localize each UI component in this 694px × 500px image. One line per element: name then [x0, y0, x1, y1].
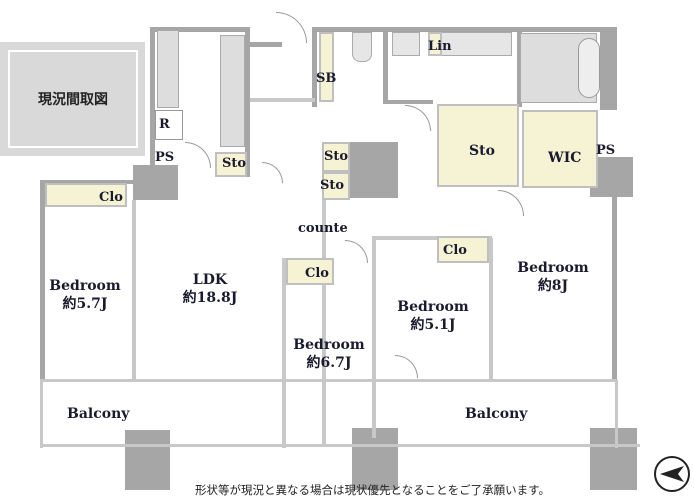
walk-in-closet [522, 110, 598, 188]
room-name: LDK [192, 272, 228, 288]
compass-icon [654, 456, 690, 492]
vanity [432, 32, 512, 56]
door[interactable] [405, 105, 431, 131]
storage-large-label: Sto [469, 143, 495, 159]
shoe-box [319, 32, 334, 102]
room-size: 約18.8J [182, 289, 238, 306]
door[interactable] [498, 190, 524, 216]
wall [150, 27, 155, 177]
room-bedroom2: Bedroom 約6.7J [288, 337, 370, 372]
partition [322, 200, 326, 445]
partition [489, 238, 493, 380]
pillar [350, 142, 398, 198]
door[interactable] [395, 355, 418, 378]
wall [383, 100, 433, 104]
kitchen-counter [157, 30, 179, 108]
wall [40, 180, 45, 380]
room-size: 約8J [537, 277, 569, 294]
pillar [590, 428, 637, 490]
balcony-rail [40, 444, 640, 447]
partition [282, 258, 286, 448]
storage-hall1-label: Sto [324, 149, 349, 164]
disclaimer-note: 形状等が現況と異なる場合は現状優先となることをご了承願います。 [195, 483, 551, 497]
wall [312, 27, 617, 32]
wall [383, 27, 388, 103]
closet-label: Clo [99, 190, 123, 205]
door[interactable] [262, 162, 283, 183]
wall [612, 190, 617, 380]
storage-hall2 [322, 172, 350, 200]
counter-label: counte [298, 221, 348, 236]
refrigerator-space [155, 110, 183, 140]
partition [372, 236, 492, 240]
badge-label: 現況間取図 [38, 92, 108, 108]
linen-label: Lin [428, 39, 452, 54]
closet-label: Clo [305, 266, 329, 281]
closet-label: Clo [443, 243, 467, 258]
ps-label: PS [596, 143, 616, 158]
storage-hall1 [322, 142, 350, 172]
balcony-label: Balcony [67, 406, 130, 422]
partition [250, 98, 315, 102]
room-size: 約5.1J [410, 316, 456, 333]
shoe-box-label: SB [316, 71, 337, 86]
wall [517, 27, 522, 107]
storage-large [437, 104, 519, 187]
door[interactable] [345, 240, 368, 263]
linen-closet [428, 32, 442, 56]
stove-counter [220, 35, 245, 147]
room-name: Bedroom [517, 260, 589, 276]
partition [132, 200, 136, 380]
door[interactable] [185, 142, 211, 168]
room-size: 約6.7J [306, 354, 352, 371]
balcony-rail [615, 380, 618, 448]
ps-label: PS [155, 150, 175, 165]
pillar [352, 428, 398, 490]
partition [372, 238, 376, 438]
entrance-door[interactable] [276, 12, 307, 43]
room-size: 約5.7J [62, 295, 108, 312]
room-bedroom4: Bedroom 約8J [512, 260, 594, 295]
wic-label: WIC [548, 150, 582, 166]
storage-kitchen-label: Sto [222, 156, 247, 171]
wall [600, 27, 617, 110]
refrigerator-label: R [159, 117, 170, 132]
washer [392, 32, 420, 56]
room-name: Bedroom [397, 299, 469, 315]
storage-kitchen [215, 152, 247, 177]
closet-bedroom3 [437, 236, 489, 263]
room-ldk: LDK 約18.8J [165, 272, 255, 307]
balcony-label: Balcony [465, 406, 528, 422]
pillar [125, 430, 170, 490]
storage-hall2-label: Sto [320, 178, 345, 193]
wall [40, 180, 135, 184]
partition [40, 379, 616, 382]
room-name: Bedroom [293, 337, 365, 353]
closet-bedroom2 [286, 258, 334, 285]
closet-bedroom1 [45, 183, 127, 207]
room-bedroom1: Bedroom 約5.7J [45, 278, 125, 313]
room-name: Bedroom [49, 278, 121, 294]
balcony-rail [40, 380, 43, 448]
wall [245, 27, 250, 177]
plan-badge: 現況間取図 [0, 42, 145, 156]
wall [150, 27, 250, 32]
toilet [352, 32, 372, 62]
room-bedroom3: Bedroom 約5.1J [392, 299, 474, 334]
wall [250, 42, 282, 47]
bathtub [578, 38, 600, 98]
wall [312, 27, 317, 107]
pillar [133, 165, 178, 200]
